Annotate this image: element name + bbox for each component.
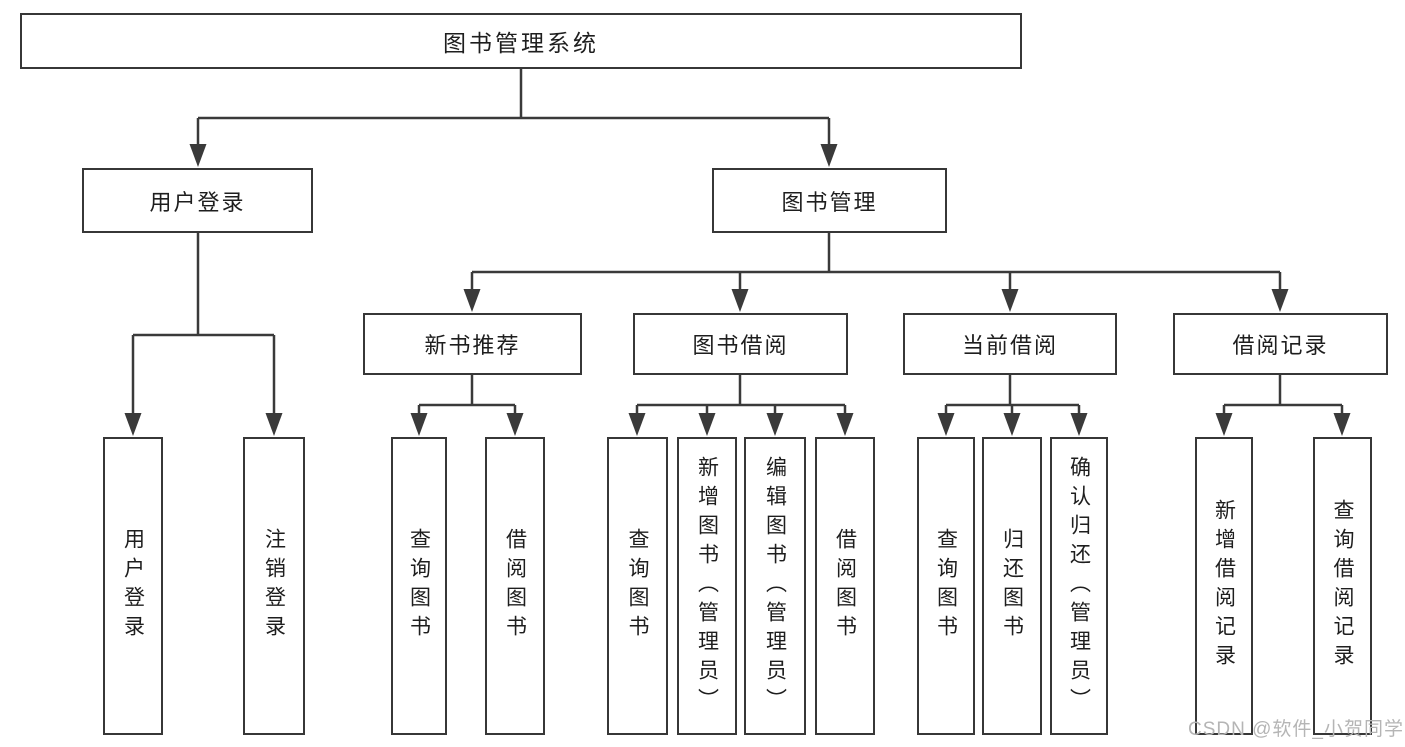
connector-book-management-children (463, 233, 1289, 312)
connector-user-login-children (124, 233, 283, 436)
node-login-logout: 注销登录 (243, 437, 305, 735)
csdn-watermark: CSDN @软件_小贺同学 (1188, 719, 1404, 740)
node-library-management-system: 图书管理系统 (20, 13, 1022, 69)
node-book-borrow: 图书借阅 (633, 313, 848, 375)
connector-root-to-level2 (189, 69, 838, 167)
node-current-borrow: 当前借阅 (903, 313, 1117, 375)
node-borrow-records: 借阅记录 (1173, 313, 1388, 375)
node-user-login: 用户登录 (82, 168, 313, 233)
node-login-user-login: 用户登录 (103, 437, 163, 735)
node-new-book-recommend: 新书推荐 (363, 313, 582, 375)
node-rec-borrow-books: 借阅图书 (485, 437, 545, 735)
node-current-return-books: 归还图书 (982, 437, 1042, 735)
node-borrow-add-books-admin: 新增图书（管理员） (677, 437, 737, 735)
node-records-query-record: 查询借阅记录 (1313, 437, 1372, 735)
connector-current-borrow-children (937, 375, 1088, 436)
node-current-query-books: 查询图书 (917, 437, 975, 735)
node-book-management: 图书管理 (712, 168, 947, 233)
connector-borrow-records-children (1215, 375, 1351, 436)
node-current-confirm-return-admin: 确认归还（管理员） (1050, 437, 1108, 735)
node-borrow-query-books: 查询图书 (607, 437, 668, 735)
node-borrow-borrow-books: 借阅图书 (815, 437, 875, 735)
node-records-add-record: 新增借阅记录 (1195, 437, 1253, 735)
connector-book-borrow-children (628, 375, 854, 436)
node-borrow-edit-books-admin: 编辑图书（管理员） (744, 437, 806, 735)
node-rec-query-books: 查询图书 (391, 437, 447, 735)
connector-new-book-rec-children (410, 375, 524, 436)
